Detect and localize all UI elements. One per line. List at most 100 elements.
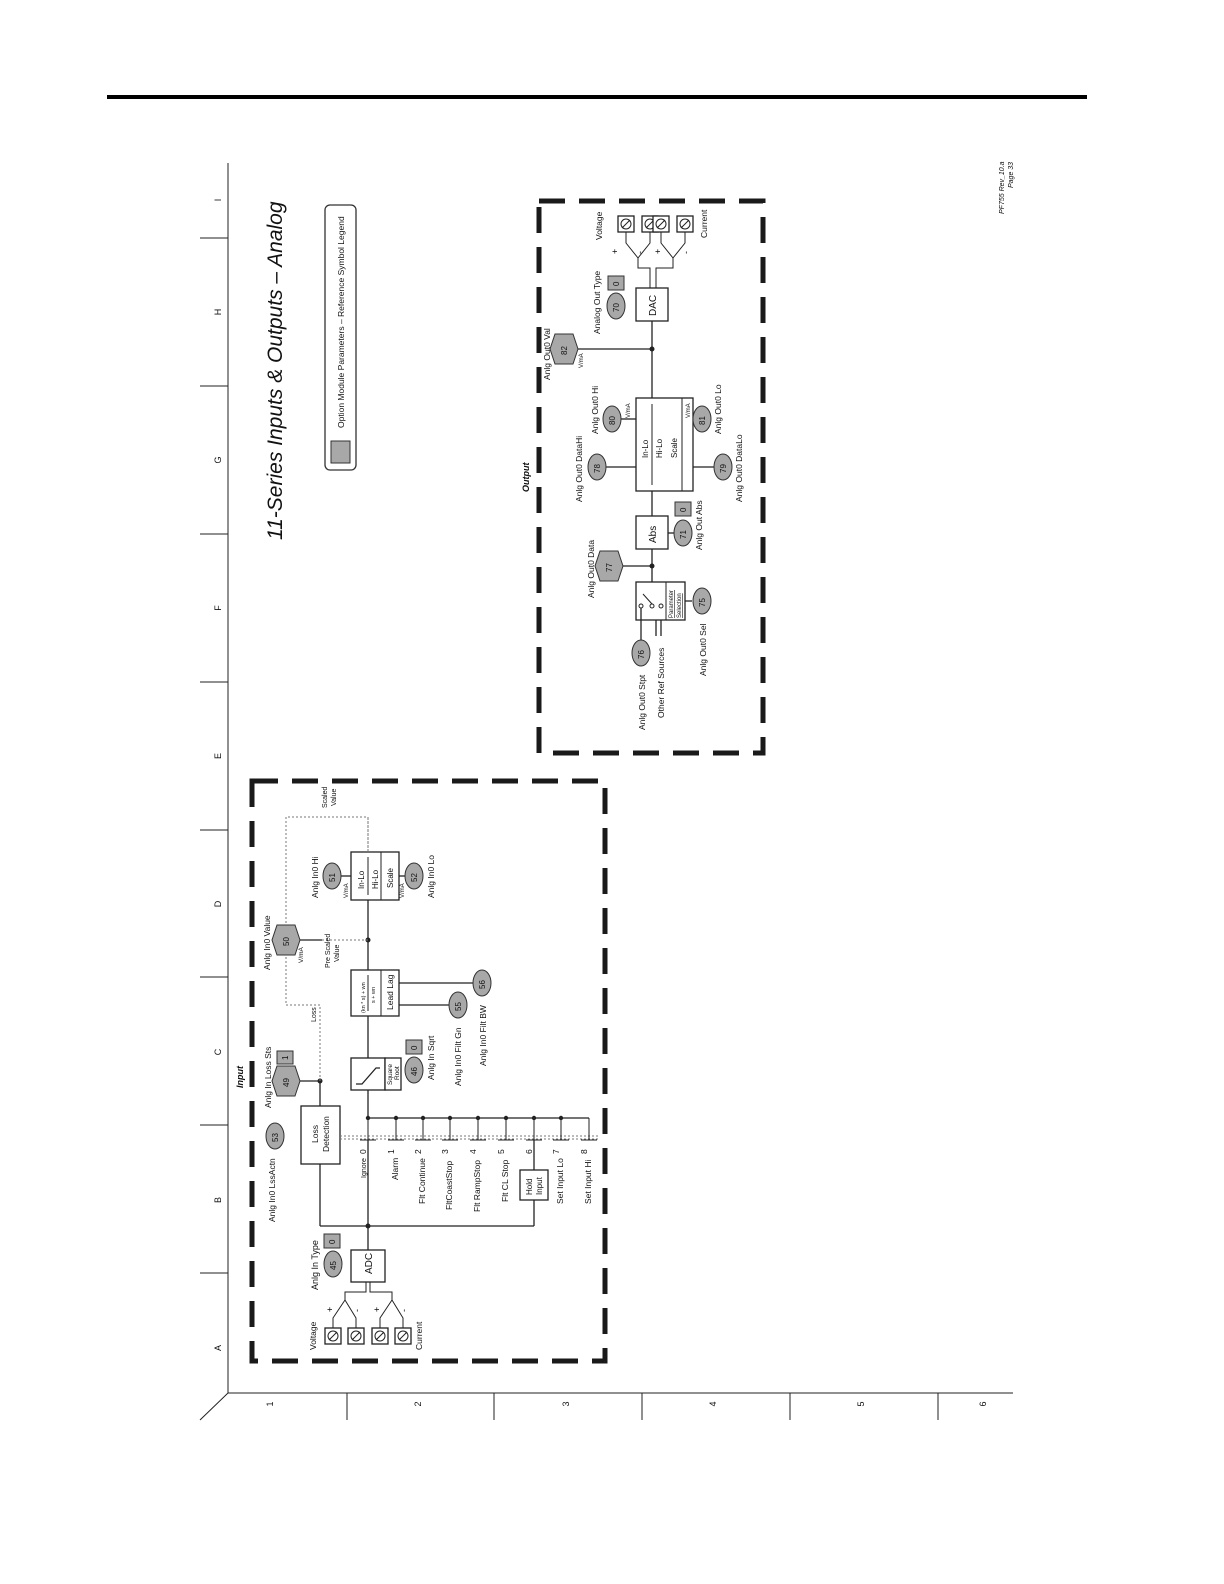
in0-lo-unit: V/mA bbox=[400, 883, 406, 898]
input-current-label: Current bbox=[414, 1321, 424, 1350]
output-scale-label: Scale bbox=[670, 437, 679, 458]
abs-block bbox=[635, 515, 669, 550]
out0-datahi-num: 78 bbox=[593, 464, 602, 473]
out0-stpt-num: 76 bbox=[637, 650, 646, 659]
filt-bw-label: Anlg In0 Filt BW bbox=[478, 1005, 488, 1066]
action-label: Flt Continue bbox=[417, 1158, 427, 1204]
out0-lo-num: 81 bbox=[698, 416, 707, 425]
anlg-out-abs-label: Anlg Out Abs bbox=[694, 500, 704, 550]
input-section-border bbox=[249, 778, 608, 1364]
action-num: 6 bbox=[524, 1149, 534, 1154]
in0-value-unit: V/mA bbox=[298, 946, 305, 963]
action-num: 4 bbox=[468, 1149, 478, 1154]
anlg-in-type-value-box bbox=[323, 1233, 341, 1249]
grid-row-label: B bbox=[213, 1197, 223, 1203]
action-num: 3 bbox=[440, 1149, 450, 1154]
analog-out-type-num: 70 bbox=[612, 303, 621, 312]
in0-lo-param bbox=[404, 862, 424, 890]
loss-sts-value-box bbox=[276, 1050, 294, 1065]
out0-sel-num: 75 bbox=[698, 598, 707, 607]
hold-input-label: Hold bbox=[525, 1179, 534, 1195]
in0-hi-label: Anlg In0 Hi bbox=[310, 856, 320, 898]
grid-row-label: D bbox=[213, 900, 223, 907]
grid-row-label: I bbox=[213, 199, 223, 202]
anlg-out-abs-num: 71 bbox=[679, 530, 688, 539]
out0-sel-label: Anlg Out0 Sel bbox=[698, 623, 708, 676]
input-in-lo: In-Lo bbox=[357, 870, 366, 889]
param-selection-label: Selection bbox=[677, 593, 683, 618]
out0-datalo-param bbox=[713, 453, 733, 481]
out0-val-num: 82 bbox=[560, 346, 569, 355]
dac-block bbox=[635, 287, 669, 322]
loss-sts-hex bbox=[271, 1065, 301, 1097]
out0-hi-param bbox=[602, 405, 622, 433]
filt-gn-label: Anlg In0 Filt Gn bbox=[453, 1027, 463, 1086]
action-label: Flt CL Stop bbox=[500, 1160, 510, 1202]
pre-scaled-label: Pre Scaled bbox=[325, 934, 332, 968]
output-terminals bbox=[617, 215, 694, 288]
out0-sel-param bbox=[692, 587, 712, 615]
out0-val-label: Anlg Out0 Val bbox=[542, 328, 552, 380]
grid-col-label: 1 bbox=[265, 1401, 275, 1406]
out0-data-num: 77 bbox=[605, 563, 614, 572]
anlg-in-type-label: Anlg In Type bbox=[310, 1240, 320, 1290]
grid-col-label: 2 bbox=[413, 1401, 423, 1406]
anlg-in-sqrt-num: 46 bbox=[410, 1067, 419, 1076]
filt-gn-num: 55 bbox=[454, 1002, 463, 1011]
grid-col-label: 3 bbox=[561, 1401, 571, 1406]
analog-out-type-value-box bbox=[607, 275, 625, 291]
loss-line-label: Loss bbox=[311, 1007, 318, 1022]
abs-label: Abs bbox=[648, 526, 659, 543]
grid-row-label: E bbox=[213, 753, 223, 759]
anlg-in-type-param bbox=[323, 1250, 343, 1278]
input-scale-block bbox=[350, 851, 400, 901]
out0-lo-param bbox=[692, 405, 712, 433]
grid-col-label: 6 bbox=[978, 1401, 988, 1406]
action-num: 0 bbox=[358, 1149, 368, 1154]
analog-out-type-param bbox=[606, 292, 626, 320]
out0-stpt-label: Anlg Out0 Stpt bbox=[637, 674, 647, 730]
diagram-grid-frame bbox=[199, 163, 1013, 1421]
in0-lo-label: Anlg In0 Lo bbox=[426, 855, 436, 898]
action-num: 2 bbox=[413, 1149, 423, 1154]
grid-col-label: 4 bbox=[708, 1401, 718, 1406]
action-label: Set Input Hi bbox=[583, 1159, 593, 1204]
in0-hi-unit: V/mA bbox=[344, 883, 350, 898]
out0-datalo-label: Anlg Out0 DataLo bbox=[734, 434, 744, 502]
output-minus-label: - bbox=[681, 251, 691, 254]
output-scale-block bbox=[635, 397, 694, 492]
in0-value-num: 50 bbox=[282, 937, 291, 946]
out0-hi-num: 80 bbox=[608, 416, 617, 425]
footer-rev: PF755 Rev_10.a bbox=[999, 161, 1006, 214]
scaled-value-label: Value bbox=[331, 789, 338, 806]
filt-bw-num: 56 bbox=[478, 980, 487, 989]
out0-datahi-label: Anlg Out0 DataHi bbox=[574, 436, 584, 502]
page-title: 11-Series Inputs & Outputs – Analog bbox=[264, 201, 287, 540]
input-plus-label: + bbox=[325, 1307, 335, 1312]
filt-bw-param bbox=[472, 969, 492, 997]
out0-val-hex bbox=[549, 333, 579, 365]
output-plus-label: + bbox=[610, 249, 620, 254]
loss-detection-label: Detection bbox=[321, 1116, 331, 1152]
loss-actn-label: Anlg In0 LssActn bbox=[267, 1158, 277, 1222]
footer-page: Page 33 bbox=[1008, 162, 1015, 188]
param-selection-label: Parameter bbox=[669, 590, 675, 618]
pre-scaled-label: Value bbox=[334, 945, 341, 962]
dac-label: DAC bbox=[648, 295, 659, 316]
output-in-lo: In-Lo bbox=[641, 439, 650, 458]
out0-lo-label: Anlg Out0 Lo bbox=[713, 384, 723, 434]
action-label: Set Input Lo bbox=[555, 1158, 565, 1204]
analog-out-type-value: 0 bbox=[612, 281, 621, 286]
loss-sts-label: Anlg In Loss Sts bbox=[263, 1047, 273, 1108]
output-section-border bbox=[536, 198, 766, 756]
grid-row-label: F bbox=[213, 605, 223, 611]
grid-row-label: C bbox=[213, 1048, 223, 1055]
anlg-in-type-num: 45 bbox=[329, 1261, 338, 1270]
input-voltage-label: Voltage bbox=[308, 1321, 318, 1350]
in0-lo-num: 52 bbox=[410, 873, 419, 882]
lead-lag-label: Lead Lag bbox=[385, 974, 395, 1010]
out0-data-label: Anlg Out0 Data bbox=[586, 540, 596, 598]
out0-data-hex bbox=[594, 550, 624, 582]
out0-lo-unit: V/mA bbox=[686, 403, 692, 418]
input-plus-label: + bbox=[372, 1307, 382, 1312]
